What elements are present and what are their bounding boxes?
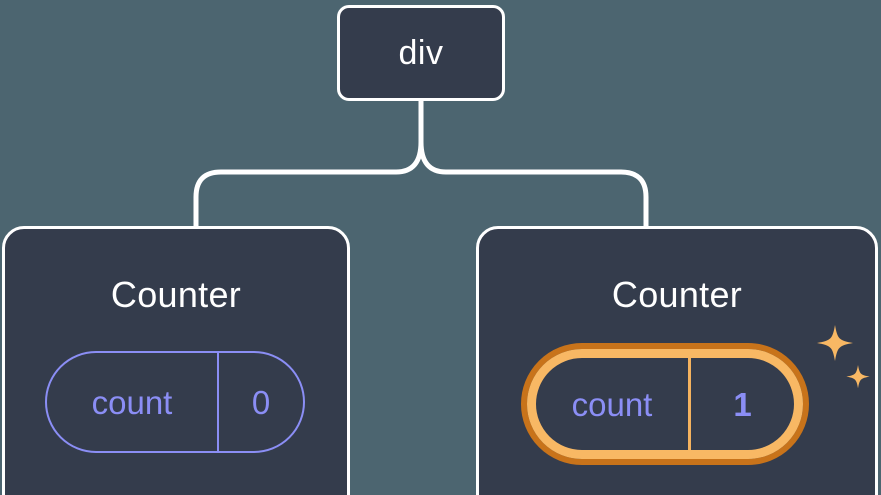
- node-counter-left[interactable]: Counter count 0: [2, 226, 350, 495]
- node-counter-right[interactable]: Counter count 1: [476, 226, 878, 495]
- node-div-label: div: [398, 34, 444, 72]
- connector-to-left-child: [193, 139, 424, 231]
- sparkle-large-icon: [817, 325, 853, 361]
- state-key-label: count: [47, 353, 219, 451]
- node-div[interactable]: div: [337, 5, 505, 101]
- connector-to-right-child: [418, 139, 649, 231]
- sparkle-small-icon: [846, 365, 870, 389]
- state-key-label: count: [536, 358, 691, 450]
- sparkles-icon: [817, 325, 870, 389]
- state-value-label: 1: [733, 385, 752, 423]
- node-counter-right-title: Counter: [611, 274, 743, 315]
- state-pill-count-left[interactable]: count 0: [45, 351, 305, 453]
- state-pill-count-right-highlighted[interactable]: count 1: [521, 343, 809, 465]
- node-counter-left-title: Counter: [110, 274, 242, 315]
- state-pill-inner-ring: count 1: [527, 349, 803, 459]
- state-value-label: 0: [251, 383, 271, 421]
